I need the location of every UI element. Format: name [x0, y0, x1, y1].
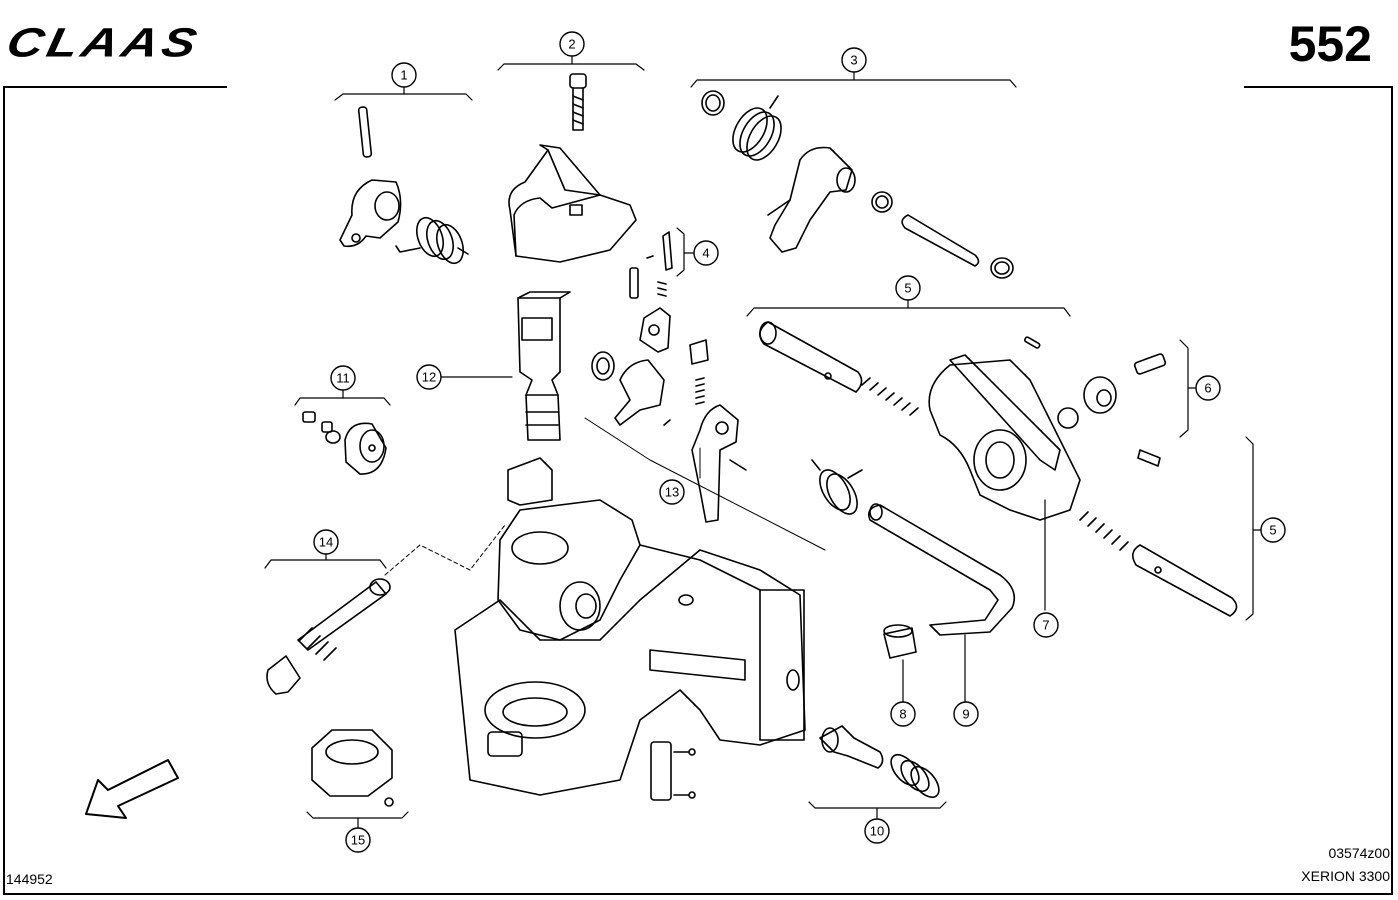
- part-group-2: [508, 73, 637, 263]
- part-group-9: [867, 503, 1016, 636]
- callout-label: 4: [702, 246, 709, 261]
- callout-circle: [391, 62, 417, 88]
- callout-circle: [416, 364, 442, 390]
- callout-label: 9: [962, 707, 969, 722]
- callout-label: 1: [400, 68, 407, 83]
- callout-14: 14: [313, 529, 339, 555]
- callout-circle: [1260, 517, 1286, 543]
- callout-4: 4: [693, 240, 719, 266]
- callout-8: 8: [890, 701, 916, 727]
- diagram-frame: [3, 88, 1393, 895]
- part-group-12: [517, 291, 571, 441]
- arrow-down-left-icon: [85, 759, 179, 819]
- callout-2: 2: [559, 31, 585, 57]
- header-rule-left: [3, 86, 227, 88]
- part-group-10: [819, 725, 940, 799]
- callout-6: 6: [1195, 375, 1221, 401]
- model-name: XERION 3300: [1301, 868, 1390, 884]
- callout-12: 12: [416, 364, 442, 390]
- callout-label: 15: [351, 833, 365, 848]
- callout-circle: [841, 47, 867, 73]
- callout-15: 15: [345, 827, 371, 853]
- callout-circle: [895, 275, 921, 301]
- callout-5: 5: [895, 275, 921, 301]
- part-group-8: [883, 624, 917, 659]
- document-id: 144952: [6, 871, 53, 887]
- part-group-5-right: [1079, 511, 1238, 617]
- part-nameplate: [650, 741, 696, 801]
- callout-label: 5: [1269, 523, 1276, 538]
- part-group-11: [302, 411, 387, 475]
- callout-11: 11: [330, 365, 356, 391]
- callout-circle: [659, 479, 685, 505]
- part-group-5-top: [759, 321, 1081, 521]
- callout-label: 2: [568, 37, 575, 52]
- callout-circle: [864, 818, 890, 844]
- drawing-code: 03574z00: [1328, 845, 1390, 861]
- callout-circle: [313, 529, 339, 555]
- part-group-6: [1057, 353, 1167, 467]
- callout-label: 6: [1204, 381, 1211, 396]
- callout-3: 3: [841, 47, 867, 73]
- callout-label: 8: [899, 707, 906, 722]
- callout-circle: [1033, 612, 1059, 638]
- callout-label: 3: [850, 53, 857, 68]
- callout-5: 5: [1260, 517, 1286, 543]
- part-group-4: [629, 231, 673, 353]
- part-group-15: [311, 729, 394, 807]
- callout-circle: [345, 827, 371, 853]
- callout-7: 7: [1033, 612, 1059, 638]
- callout-label: 5: [904, 281, 911, 296]
- part-group-14: [266, 578, 391, 695]
- page-number: 552: [1288, 16, 1372, 72]
- callout-circle: [693, 240, 719, 266]
- callout-label: 10: [870, 824, 884, 839]
- callout-9: 9: [953, 701, 979, 727]
- main-coupling-body: [454, 457, 806, 796]
- callout-label: 13: [665, 485, 679, 500]
- callout-10: 10: [864, 818, 890, 844]
- callout-circle: [953, 701, 979, 727]
- callout-label: 12: [422, 370, 436, 385]
- part-group-1: [339, 106, 469, 265]
- header-rule-right: [1244, 86, 1393, 88]
- callout-1: 1: [391, 62, 417, 88]
- callout-label: 7: [1042, 618, 1049, 633]
- part-group-spring-small: [811, 459, 863, 515]
- callout-13: 13: [659, 479, 685, 505]
- callout-label: 14: [319, 535, 333, 550]
- part-group-3: [701, 90, 1014, 279]
- callout-circle: [1195, 375, 1221, 401]
- callout-label: 11: [336, 371, 350, 386]
- callout-circle: [330, 365, 356, 391]
- callout-circle: [890, 701, 916, 727]
- callout-circle: [559, 31, 585, 57]
- part-group-13: [591, 339, 747, 523]
